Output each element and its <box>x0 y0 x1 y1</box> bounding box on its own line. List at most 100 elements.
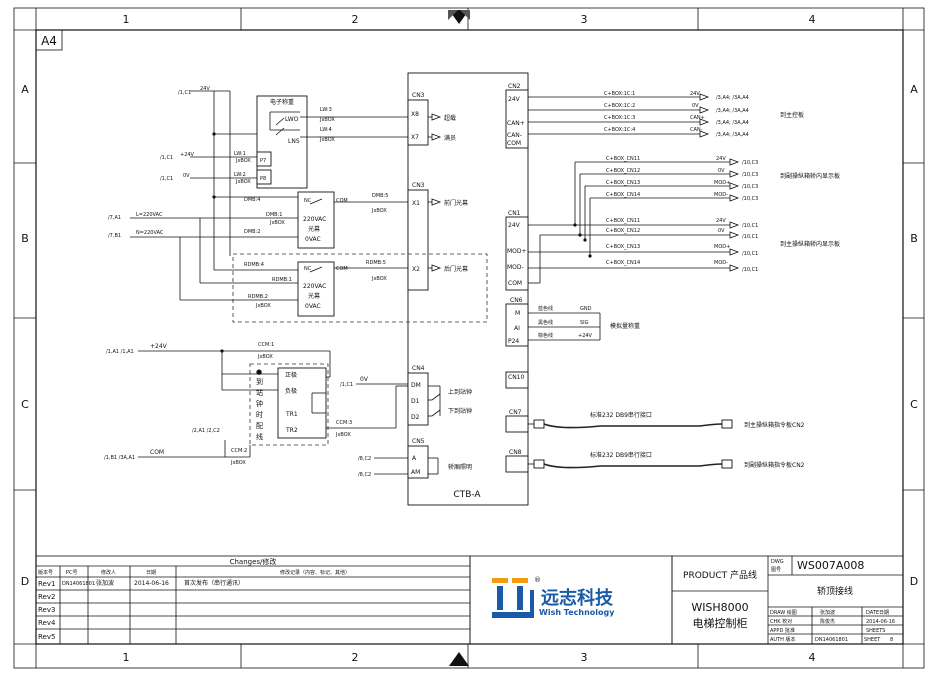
title-row-value: DN14061801 <box>815 637 848 643</box>
output-arrow-icon <box>729 264 740 272</box>
arrival-chime-block: /1,A1 /1,A1 +24V 正极 负极 TR1 TR2 ● 到 站 钟 时… <box>104 342 472 478</box>
sub-wire-code: C+BOX_CN13 <box>606 180 640 186</box>
row-label-right: B <box>910 232 918 245</box>
cn2-wire-signal: CAN- <box>690 127 703 133</box>
changes-cell: 2014-06-16 <box>134 580 169 587</box>
main-wire-code: C+BOX_CN11 <box>606 218 640 224</box>
wire-dmb1: DMB:1 <box>266 212 282 218</box>
ref-p24-value: +24V <box>150 343 168 350</box>
cn4-pin-dm: DM <box>411 382 421 389</box>
output-arrow-icon <box>729 158 740 166</box>
vlabel-char: 站 <box>256 388 263 397</box>
db9-connector-icon <box>721 459 733 469</box>
title-row-value2: 8 <box>890 637 893 643</box>
chime-tr1: TR1 <box>285 411 298 418</box>
front-curtain-output-label: 前门光幕 <box>444 199 468 207</box>
overload-output-label: 超载 <box>444 114 456 122</box>
wire-dmb5: DMB:5 <box>372 193 388 199</box>
output-arrow-icon <box>699 93 710 101</box>
col-label-bottom: 1 <box>123 651 130 664</box>
cn3a-label: CN3 <box>412 92 425 99</box>
cn4-pin-d1: D1 <box>411 398 420 405</box>
car-light-label: 轿厢照明 <box>448 463 472 471</box>
paper-size-label: A4 <box>41 34 57 48</box>
vlabel-char: 配 <box>256 422 263 430</box>
vlabel-char: 时 <box>256 410 263 419</box>
cn6-device-label: 模拟量称重 <box>610 322 640 330</box>
sub-wire-ref: /10,C3 <box>742 184 758 190</box>
product-label: PRODUCT 产品线 <box>683 569 757 581</box>
row-label-right: C <box>910 398 918 411</box>
cn2-wire-code: C+BOX:1C:4 <box>604 127 635 133</box>
row-label-left: B <box>21 232 29 245</box>
sub-target-label: 到副操纵箱轿内显示板 <box>780 172 840 180</box>
cn2-wire-code: C+BOX:1C:2 <box>604 103 635 109</box>
changes-header: 版本号 <box>38 569 53 576</box>
cn5-pin-a: A <box>412 455 417 462</box>
sub-wire-signal: MOD- <box>714 192 728 198</box>
sub-wire-ref: /10,C3 <box>742 160 758 166</box>
wire-ccm2: CCM:2 <box>231 448 247 454</box>
cable-code: JxBOX <box>335 432 351 438</box>
ref-com: /1,B1 /3A,A1 <box>104 455 135 461</box>
title-block: PRODUCT 产品线 WISH8000 电梯控制柜 DWG 图号 WS007A… <box>671 555 904 645</box>
ref-l220: /7,A1 <box>108 215 121 221</box>
dwg-label-cn: 图号 <box>771 567 781 573</box>
cn6-pin-m: M <box>515 310 520 317</box>
cn3b-pin-x2: X2 <box>412 266 420 273</box>
front-0vac: 0VAC <box>305 236 321 243</box>
ref-n220: /7,B1 <box>108 233 121 239</box>
ref-p24: /1,A1 /1,A1 <box>106 349 134 355</box>
col-label-bottom: 2 <box>352 651 359 664</box>
cn2-wire-ref: /3,A4; /3A,A4 <box>716 108 749 114</box>
ref-n220-value: N=220VAC <box>136 230 164 236</box>
main-wire-signal: MOD- <box>714 260 728 266</box>
changes-cell: Rev3 <box>38 606 55 614</box>
cn2-wire-signal: 24V <box>690 91 700 97</box>
changes-cell: Rev2 <box>38 593 55 601</box>
cn1-pin-24v: 24V <box>508 222 521 229</box>
cable-code: JxBOX <box>255 303 271 309</box>
output-arrow-icon <box>729 182 740 190</box>
cn1-label: CN1 <box>508 210 521 217</box>
cable-code: JxBOX <box>319 137 335 143</box>
sub-wire-code: C+BOX_CN12 <box>606 168 640 174</box>
wire-lw3: LW:3 <box>320 107 332 113</box>
left-refs: /1,C1 24V /1,C1 +24V /1,C1 0V /7,A1 L=22… <box>108 86 210 239</box>
chime-negative: 负极 <box>285 387 297 395</box>
col-label-top: 4 <box>809 13 816 26</box>
changes-cell: Rev5 <box>38 633 55 641</box>
output-arrow-icon <box>729 231 740 239</box>
cn2-pin-24v: 24V <box>508 96 521 103</box>
cn8-label: CN8 <box>509 449 522 456</box>
cn6-label: CN6 <box>510 297 523 304</box>
pin-p8: P8 <box>260 176 266 182</box>
front-light-curtain: NC COM 220VAC 光幕 0VAC DMB:4 DMB:1 DMB:2 … <box>130 191 408 249</box>
chime-positive: 正极 <box>285 371 297 379</box>
cn2-label: CN2 <box>508 83 521 90</box>
registered-mark: ® <box>534 576 541 584</box>
rear-nc-terminal: NC <box>304 266 312 272</box>
cn8-target-label: 到副操纵箱指令板CN2 <box>744 461 805 469</box>
ref-com-value: COM <box>150 449 164 456</box>
main-wire-ref: /10,C1 <box>742 267 758 273</box>
main-target-label: 到主操纵箱轿内显示板 <box>780 240 840 248</box>
chime-up-label: 上到站钟 <box>448 388 472 396</box>
cn2-wire-signal: CAN+ <box>690 115 705 121</box>
cn6-wire-code: GND <box>580 306 592 312</box>
drawing-number: WS007A008 <box>797 559 864 572</box>
output-arrow-icon <box>431 133 442 141</box>
cn6-wire-color: 棕色线 <box>538 332 553 339</box>
cn2-pin-com: COM <box>507 140 521 147</box>
changes-header: 日期 <box>146 570 156 576</box>
output-arrow-icon <box>729 248 740 256</box>
db9-connector-icon <box>721 419 733 429</box>
main-wire-ref: /10,C1 <box>742 234 758 240</box>
chime-vertical-label: ● 到 站 钟 时 配 线 <box>256 368 263 441</box>
main-wire-signal: 0V <box>718 228 725 234</box>
main-wire-signal: MOD+ <box>714 244 730 250</box>
col-label-top: 2 <box>352 13 359 26</box>
cn3-outputs: 超载 满员 前门光幕 后门光幕 <box>428 113 468 273</box>
changes-table: Changes/修改 版本号 PC号 修改人 日期 修改记录（内容、标记、其他）… <box>35 555 471 645</box>
